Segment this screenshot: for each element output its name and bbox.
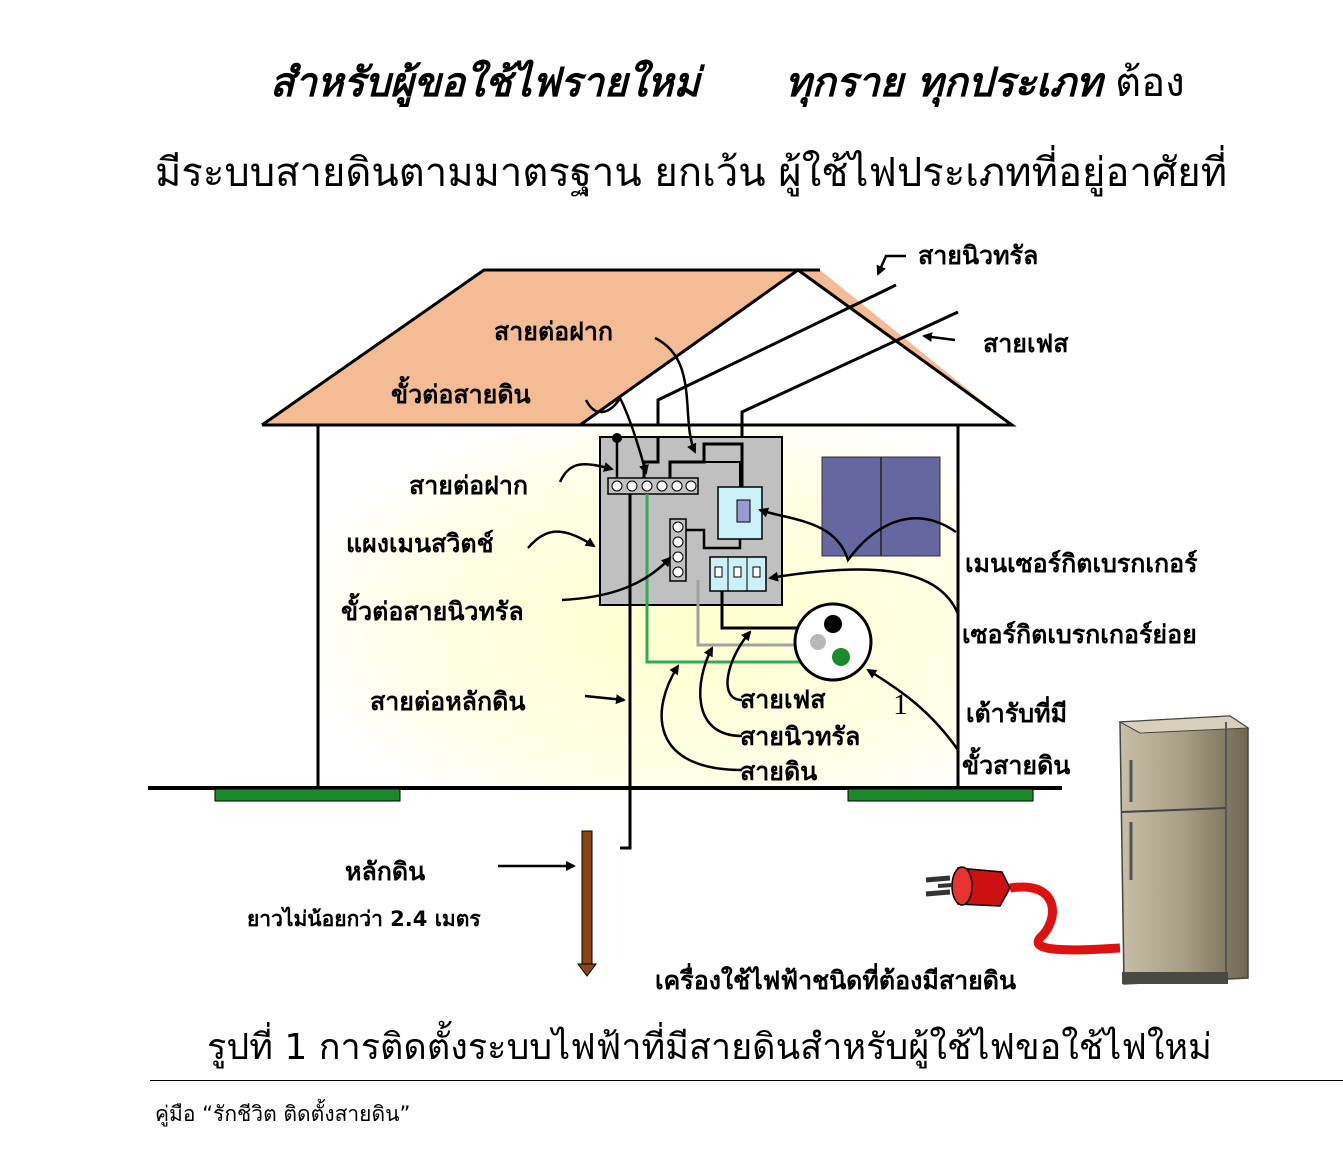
footer-text: คู่มือ “รักชีวิต ติดตั้งสายดิน”	[155, 1102, 411, 1126]
arrow-ground-terminal	[584, 395, 649, 475]
grounded-outlet	[793, 602, 873, 682]
arrow-neutral-terminal	[561, 556, 672, 602]
label-ground-rod-length: ยาวไม่น้อยกว่า 2.4 เมตร	[247, 906, 481, 931]
arrow-phase-top	[922, 332, 956, 342]
power-cord	[1009, 882, 1121, 955]
heading-line-1: สำหรับผู้ขอใช้ไฟรายใหม่ ทุกราย ทุกประเภท…	[270, 50, 1185, 114]
plug-icon	[925, 866, 1011, 907]
arrow-outlet	[866, 668, 960, 751]
outlet-neutral-wire	[696, 580, 808, 647]
footer-divider	[150, 1080, 1343, 1081]
ground-pad-right	[847, 788, 1034, 802]
label-ground-terminal: ขั้วต่อสายดิน	[391, 375, 531, 409]
refrigerator-icon	[1118, 715, 1250, 985]
ground-rod-wire	[620, 494, 632, 850]
label-appliance: เครื่องใช้ไฟฟ้าชนิดที่ต้องมีสายดิน	[655, 963, 1016, 995]
label-phase-top: สายเฟส	[983, 329, 1069, 358]
arrow-cover-wire-2	[558, 462, 614, 483]
label-outlet-phase: สายเฟส	[740, 685, 826, 714]
heading-all-types: ทุกราย ทุกประเภท	[785, 60, 1103, 106]
ground-rod	[581, 830, 593, 967]
label-outlet-neutral: สายนิวทรัล	[740, 722, 860, 751]
heading-line-2: มีระบบสายดินตามมาตรฐาน ยกเว้น ผู้ใช้ไฟปร…	[155, 150, 1228, 196]
label-neutral-top: สายนิวทรัล	[918, 241, 1038, 270]
roof-outline	[261, 268, 820, 427]
label-outlet-ground: สายดิน	[740, 757, 817, 786]
neutral-terminal-bar	[669, 518, 687, 582]
arrow-ground-outlet	[660, 664, 743, 772]
heading-new-users: สำหรับผู้ขอใช้ไฟรายใหม่	[270, 60, 700, 106]
label-marker-number: 1	[893, 688, 908, 721]
label-ground-rod-wire: สายต่อหลักดิน	[370, 687, 525, 716]
arrow-sub-breaker	[768, 568, 960, 615]
heading-must: ต้อง	[1115, 60, 1185, 106]
arrow-neutral-outlet	[699, 646, 743, 738]
label-ground-rod: หลักดิน	[345, 857, 425, 886]
ground-pad-left	[214, 788, 401, 802]
arrow-neutral-top	[876, 254, 906, 276]
label-outlet-line-1: เต้ารับที่มี	[966, 696, 1067, 728]
neutral-service-wire	[656, 283, 897, 425]
arrow-phase-outlet	[726, 630, 752, 702]
arrow-main-switchboard	[527, 530, 596, 549]
arrow-main-breaker	[758, 507, 957, 563]
outlet-ground-wire	[645, 494, 808, 664]
label-main-switchboard: แผงเมนสวิตช์	[346, 529, 494, 558]
label-main-breaker: เมนเซอร์กิตเบรกเกอร์	[965, 549, 1198, 578]
label-cover-wire-2: สายต่อฝาก	[409, 471, 528, 500]
arrow-ground-rod-wire	[584, 694, 626, 705]
figure-caption: รูปที่ 1 การติดตั้งระบบไฟฟ้าที่มีสายดินส…	[207, 1027, 1212, 1068]
label-outlet-line-2: ขั้วสายดิน	[962, 746, 1070, 780]
outlet-phase-wire	[720, 591, 808, 630]
label-neutral-terminal: ขั้วต่อสายนิวทรัล	[341, 592, 524, 626]
phase-service-wire	[740, 310, 959, 437]
label-sub-breaker: เซอร์กิตเบรกเกอร์ย่อย	[962, 620, 1197, 649]
label-cover-wire-1: สายต่อฝาก	[494, 317, 613, 346]
arrow-cover-wire-1	[654, 336, 697, 454]
ground-terminal-screws	[611, 480, 697, 492]
neutral-terminal-screws	[672, 521, 684, 578]
